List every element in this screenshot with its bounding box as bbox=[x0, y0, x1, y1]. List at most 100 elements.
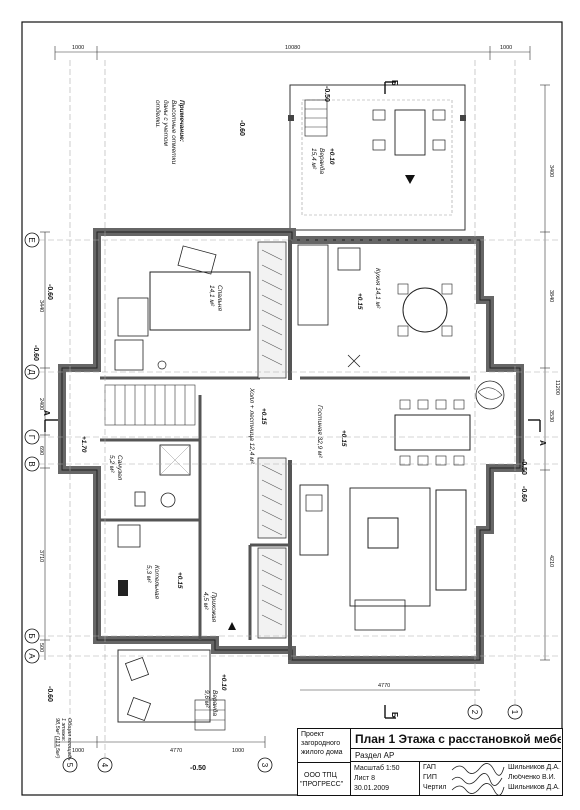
tb-role-2: Чертил bbox=[423, 784, 447, 791]
room-bedroom-name: Спальня bbox=[216, 285, 223, 311]
note-line-2: отделки. bbox=[154, 100, 162, 128]
room-boiler-name: Котельная bbox=[153, 565, 160, 600]
stairs bbox=[104, 384, 196, 426]
axis-label-bottom-3: 2 bbox=[470, 710, 479, 715]
fireplace bbox=[299, 484, 329, 556]
room-bath-level: +1.70 bbox=[80, 436, 87, 453]
coffee-table bbox=[367, 517, 399, 549]
section-marks bbox=[44, 81, 541, 719]
veranda-table bbox=[394, 109, 426, 156]
dim-left-1: 2400 bbox=[38, 398, 44, 410]
room-living-name: Гостиная 32,9 м² bbox=[316, 405, 323, 458]
outside-level-1: -0.60 bbox=[46, 284, 53, 300]
plant bbox=[475, 380, 505, 410]
room-living-level: +0.15 bbox=[340, 430, 347, 447]
dim-right-3: 3530 bbox=[548, 410, 554, 422]
tb-org-cell: ООО ТПЦ "ПРОГРЕСС" bbox=[298, 763, 351, 795]
dim-right-4: 4210 bbox=[548, 555, 554, 567]
dim-bottom-0: 1000 bbox=[72, 748, 84, 754]
room-veranda-top-area: 15,4 м² bbox=[310, 148, 317, 170]
section-letter-b-top: Б bbox=[390, 80, 399, 86]
room-bedroom-area: 14,1 м² bbox=[208, 285, 215, 307]
room-hall-level: +0.15 bbox=[260, 408, 267, 425]
tb-name-0: Шильников Д.А. bbox=[508, 764, 560, 771]
tb-title-cell: План 1 Этажа с расстановкой мебели bbox=[351, 729, 561, 749]
dim-right-1: 3840 bbox=[548, 290, 554, 302]
outside-level-7: -0.50 bbox=[190, 765, 206, 772]
room-veranda-top-level: +0.10 bbox=[328, 148, 335, 165]
room-vestibule-name: Прихожая bbox=[210, 592, 217, 623]
tb-role-0: ГАП bbox=[423, 764, 436, 771]
room-veranda-bottom-level: +0.10 bbox=[220, 674, 227, 691]
dim-top-2: 1000 bbox=[500, 45, 512, 51]
rug bbox=[349, 487, 431, 607]
axis-bubbles bbox=[24, 232, 523, 773]
room-bath-name: Санузел bbox=[116, 455, 123, 481]
veranda-top-outline bbox=[289, 84, 466, 231]
kitchen-table bbox=[402, 287, 448, 333]
dim-top-0: 1000 bbox=[72, 45, 84, 51]
title-block: Проект загородного жилого дома План 1 Эт… bbox=[297, 728, 563, 796]
room-boiler-area: 5,3 м² bbox=[145, 565, 152, 583]
sheet-frame bbox=[21, 21, 563, 796]
tb-signatures: ГАП Шильников Д.А. ГИП Любченко В.И. Чер… bbox=[420, 762, 561, 795]
room-bath-area: 5,2 м² bbox=[108, 455, 115, 473]
tb-section: Раздел АР bbox=[355, 751, 395, 760]
tb-project-line-2: жилого дома bbox=[301, 749, 343, 756]
note-line-0: Высотные отметки bbox=[170, 100, 177, 165]
axis-label-left-4: Б bbox=[27, 633, 36, 638]
handwritten-signatures bbox=[451, 763, 505, 795]
tb-role-1: ГИП bbox=[423, 774, 437, 781]
outside-level-4: -0.50 bbox=[520, 459, 527, 475]
section-letter-b-bottom: Б bbox=[390, 712, 399, 718]
tb-project-cell: Проект загородного жилого дома bbox=[298, 729, 351, 763]
room-kitchen-name: Кухня 14,1 м² bbox=[374, 268, 381, 309]
outside-level-2: -0.50 bbox=[323, 86, 330, 102]
axis-label-bottom-4: 1 bbox=[510, 710, 519, 715]
area-note-line-0: Общая площадь bbox=[66, 718, 72, 761]
tb-name-2: Шильников Д.А. bbox=[508, 784, 560, 791]
outside-level-0: -0.60 bbox=[238, 120, 245, 136]
tb-org-line-0: ООО ТПЦ bbox=[304, 772, 337, 779]
outside-level-3: -0.60 bbox=[32, 345, 39, 361]
room-boiler-level: +0.15 bbox=[176, 572, 183, 589]
dim-left-0: 3440 bbox=[38, 300, 44, 312]
axis-label-left-0: Е bbox=[27, 237, 36, 242]
tb-project-line-0: Проект bbox=[301, 731, 325, 738]
outside-level-5: -0.60 bbox=[520, 486, 527, 502]
veranda-bottom-outline bbox=[117, 649, 211, 723]
section-letter-a-right: А bbox=[538, 440, 547, 446]
dim-bottom-1: 4770 bbox=[170, 748, 182, 754]
room-veranda-bottom-area: 9,6 м² bbox=[203, 690, 210, 708]
tb-date: 30.01.2009 bbox=[354, 785, 390, 792]
kitchen-counter bbox=[297, 244, 329, 326]
note-title: Примечание: bbox=[178, 100, 185, 142]
room-kitchen-level: +0.15 bbox=[356, 293, 363, 310]
axis-label-bottom-2: 3 bbox=[260, 763, 269, 768]
dim-left-2: 690 bbox=[38, 446, 44, 455]
tb-sheet: Лист 8 bbox=[354, 775, 376, 782]
axis-label-left-1: Д bbox=[27, 369, 36, 375]
dim-bottom-2: 1000 bbox=[232, 748, 244, 754]
room-hall-name: Холл + лестница 12,4 м² bbox=[248, 387, 255, 465]
dim-top-1: 10080 bbox=[285, 45, 300, 51]
toilet bbox=[134, 491, 146, 507]
room-vestibule-area: 4,5 м² bbox=[202, 592, 209, 610]
axis-label-left-2: Г bbox=[27, 435, 36, 440]
tb-section-cell: Раздел АР bbox=[351, 749, 561, 762]
axis-label-bottom-0: 5 bbox=[65, 763, 74, 768]
room-veranda-top-name: Веранда bbox=[318, 148, 326, 174]
tb-scale: Масштаб 1:50 bbox=[354, 765, 400, 772]
axis-label-left-3: В bbox=[27, 461, 36, 466]
dim-right-2: 11200 bbox=[554, 380, 560, 395]
dim-left-3: 3710 bbox=[38, 550, 44, 562]
dining-table bbox=[394, 414, 471, 451]
tb-meta-cell: Масштаб 1:50 Лист 8 30.01.2009 bbox=[351, 762, 420, 795]
bed bbox=[149, 271, 251, 331]
dim-right-0: 3400 bbox=[548, 165, 554, 177]
dim-bottom-inner: 4770 bbox=[378, 683, 390, 689]
dim-left-4: 500 bbox=[38, 643, 44, 652]
closet-hall bbox=[257, 457, 287, 539]
